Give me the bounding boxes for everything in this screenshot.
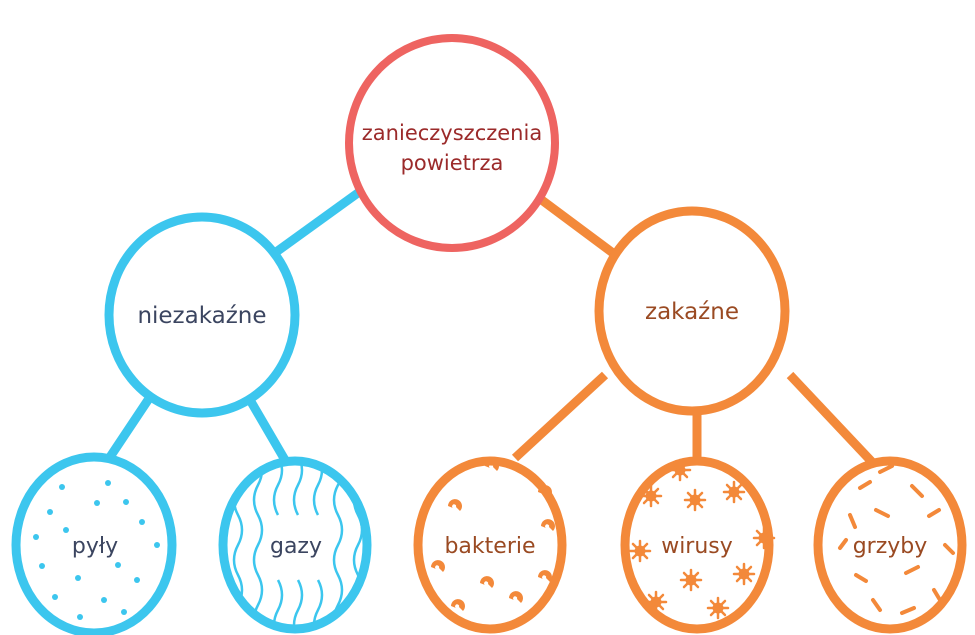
root-node: zanieczyszczenia powietrza	[345, 34, 559, 252]
node-zakazne-label: zakaźne	[645, 299, 739, 325]
leaf-grzyby: grzyby	[813, 456, 967, 634]
leaf-pyly: pyły	[11, 452, 177, 635]
connector-left-pyly	[104, 397, 152, 463]
leaf-bakterie-label: bakterie	[444, 534, 535, 559]
connector-left-gazy	[246, 397, 289, 463]
connectors	[104, 186, 876, 466]
fungi-pattern	[838, 464, 955, 615]
connector-root-right	[532, 191, 628, 266]
leaf-bakterie: bakterie	[413, 456, 567, 634]
node-niezakazne: niezakaźne	[104, 212, 300, 418]
leaf-wirusy-label: wirusy	[661, 534, 733, 559]
node-zakazne: zakaźne	[594, 206, 790, 416]
connector-right-bakterie	[511, 371, 609, 462]
root-label-line1: zanieczyszczenia	[362, 121, 542, 145]
connector-root-left	[269, 186, 365, 259]
leaf-grzyby-label: grzyby	[853, 534, 928, 559]
connector-right-grzyby	[786, 371, 876, 466]
dust-dots-pattern	[33, 480, 160, 620]
leaf-gazy-label: gazy	[270, 534, 322, 559]
root-label-line2: powietrza	[401, 151, 504, 175]
leaf-pyly-label: pyły	[72, 534, 118, 559]
leaf-gazy: gazy	[218, 456, 372, 634]
leaf-wirusy: wirusy	[620, 456, 776, 634]
node-niezakazne-label: niezakaźne	[137, 303, 266, 329]
